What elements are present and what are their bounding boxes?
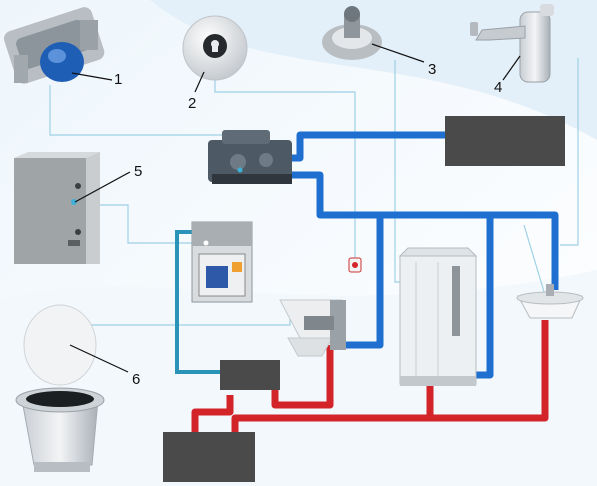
control-cabinet-icon — [14, 152, 100, 264]
red-pipes — [191, 320, 549, 440]
tank-bottom-left — [163, 432, 255, 482]
callout-leader-lines — [69, 43, 521, 373]
push-button-icon — [182, 15, 248, 81]
callout-6: 6 — [132, 371, 140, 388]
vacuum-unit-icon — [208, 130, 292, 184]
callout-2: 2 — [188, 95, 196, 112]
toilet-icon — [15, 304, 105, 472]
callout-5: 5 — [134, 163, 142, 180]
shower-cabinet-icon — [398, 247, 478, 386]
pump-unit-icon — [3, 7, 105, 84]
blue-pipes — [290, 131, 559, 379]
tank-upper-right — [445, 116, 565, 166]
tank-small — [220, 360, 280, 390]
teal-supply-pipe — [175, 230, 220, 374]
callout-3: 3 — [428, 61, 436, 78]
callout-4: 4 — [494, 79, 502, 96]
wall-valve-icon — [322, 6, 382, 60]
wash-basin-icon — [516, 284, 584, 319]
control-box-icon — [191, 221, 253, 303]
callout-1: 1 — [114, 71, 122, 88]
ceramic-toilet-icon — [279, 299, 346, 357]
faucet-icon — [470, 4, 554, 83]
